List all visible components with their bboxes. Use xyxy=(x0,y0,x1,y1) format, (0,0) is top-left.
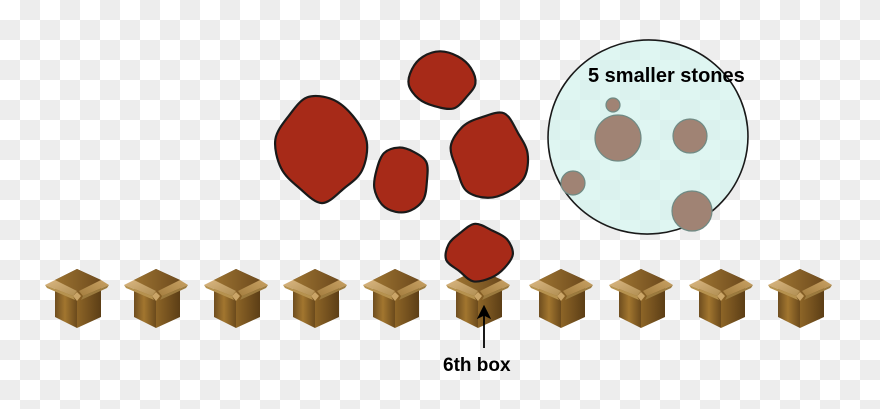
magnifier-circle xyxy=(547,39,749,235)
smaller-stones-label: 5 smaller stones xyxy=(588,65,745,87)
red-stone-in-sixth-box xyxy=(444,222,514,283)
brown-tiny-stone xyxy=(605,97,621,113)
brown-large-stone xyxy=(594,114,642,162)
brown-left-small-stone xyxy=(560,170,586,196)
brown-right-stone xyxy=(672,118,708,154)
red-right-stone xyxy=(449,111,530,199)
red-large-left-stone xyxy=(273,94,369,205)
sixth-box-label: 6th box xyxy=(443,355,511,376)
red-middle-stone xyxy=(372,146,429,214)
brown-bottom-stone xyxy=(671,190,713,232)
red-top-stone xyxy=(407,50,477,111)
